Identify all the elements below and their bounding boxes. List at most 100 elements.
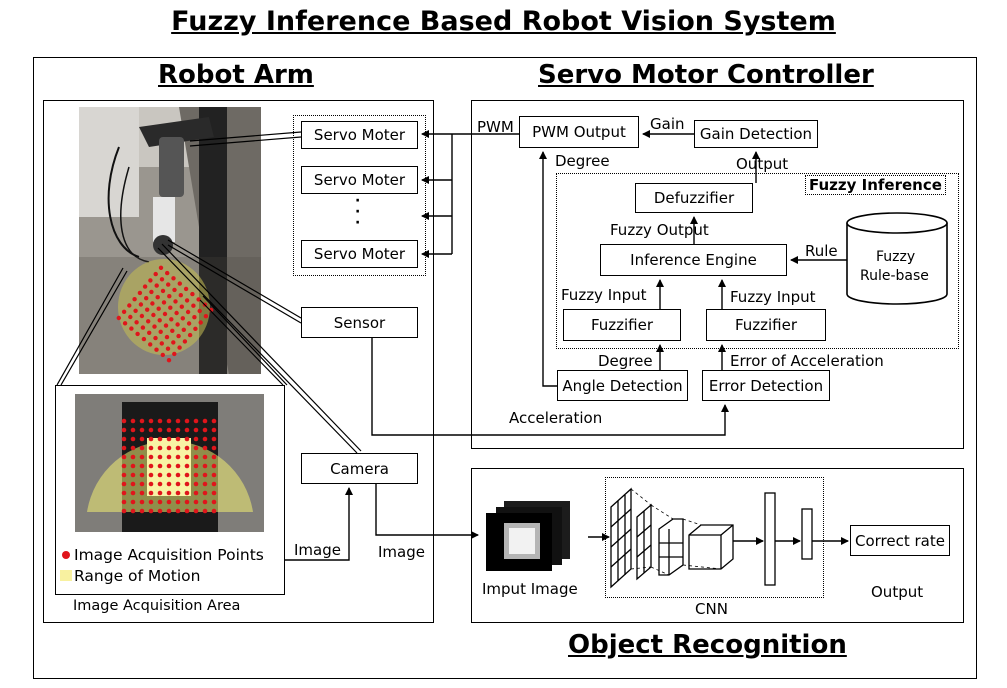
pwm-output-box: PWM Output <box>519 116 639 148</box>
acquisition-point <box>121 436 127 442</box>
acquisition-point <box>121 445 127 451</box>
acquisition-point <box>121 472 127 478</box>
acquisition-point <box>193 499 199 505</box>
acquisition-point <box>193 490 199 496</box>
acquisition-point <box>130 472 136 478</box>
acquisition-point <box>157 318 162 323</box>
photo-acquisition-grid <box>116 265 214 363</box>
acquisition-point <box>211 472 217 478</box>
acquisition-point <box>177 345 182 350</box>
acquisition-point <box>184 454 190 460</box>
acquisition-point <box>197 308 202 314</box>
acquisition-point <box>163 323 169 328</box>
robot-arm-panel <box>43 100 434 623</box>
acquisition-point <box>148 490 154 496</box>
fuzzy-inference-group <box>556 173 959 349</box>
acquisition-point <box>157 499 163 505</box>
acquisition-point <box>148 508 154 514</box>
acquisition-point <box>202 418 208 424</box>
acquisition-point <box>157 490 163 496</box>
cnn-illustration <box>610 487 813 589</box>
acquisition-point <box>202 427 208 433</box>
acquisition-point <box>130 481 136 487</box>
acquisition-point <box>184 445 190 451</box>
acquisition-point <box>181 327 186 332</box>
acquisition-area-photo <box>75 394 264 532</box>
acquisition-point <box>184 436 190 442</box>
acquisition-point <box>166 472 172 478</box>
error-detection-box: Error Detection <box>702 370 830 401</box>
servo-motor-1: Servo Moter <box>301 121 418 149</box>
acquisition-point <box>166 427 172 433</box>
acquisition-point <box>183 286 189 292</box>
acquisition-point <box>166 463 172 469</box>
fuzzy-output-label: Fuzzy Output <box>610 221 709 239</box>
acquisition-point <box>175 436 181 442</box>
acquisition-point <box>121 481 127 487</box>
acquisition-point <box>144 296 149 301</box>
acquisition-point <box>157 445 163 451</box>
acquisition-point <box>121 499 127 505</box>
sensor-box: Sensor <box>301 307 418 338</box>
acquisition-point <box>148 342 153 347</box>
acquisition-point <box>139 499 145 505</box>
acquisition-point <box>175 499 181 505</box>
acquisition-point <box>175 508 181 514</box>
acquisition-point <box>175 418 181 424</box>
acquisition-point <box>142 284 148 289</box>
acquisition-point <box>139 454 145 460</box>
acquisition-point <box>166 481 172 487</box>
acquisition-point <box>175 490 181 496</box>
acquisition-point <box>158 329 163 334</box>
acquisition-point <box>171 276 176 281</box>
acquisition-point <box>172 351 177 357</box>
acquisition-point <box>175 445 181 451</box>
acquisition-point <box>122 321 128 326</box>
acquisition-point <box>139 313 145 319</box>
acquisition-area-caption: Image Acquisition Area <box>73 598 241 614</box>
acquisition-point <box>148 463 154 469</box>
acquisition-point <box>211 490 217 496</box>
acquisition-point <box>159 341 164 346</box>
acquisition-point <box>168 305 173 310</box>
robot-arm-title: Robot Arm <box>158 60 314 90</box>
acquisition-point <box>160 288 166 294</box>
acquisition-point <box>160 352 165 358</box>
acquisition-point <box>165 346 171 351</box>
acquisition-point <box>190 291 195 297</box>
acquisition-point <box>211 454 217 460</box>
acquisition-point <box>202 454 208 460</box>
acquisition-point <box>171 340 176 345</box>
acquisition-point <box>211 436 217 442</box>
acquisition-point <box>153 335 158 341</box>
legend-range-marker <box>60 570 72 581</box>
acquisition-point <box>157 418 163 424</box>
acquisition-area-illustration <box>75 394 264 532</box>
acquisition-point <box>172 287 177 293</box>
robot-arm-illustration <box>79 107 261 374</box>
acquisition-point <box>186 321 192 326</box>
acquisition-point <box>166 454 172 460</box>
acquisition-point <box>174 310 179 316</box>
acquisition-point <box>146 319 151 324</box>
correct-rate-box: Correct rate <box>850 525 950 556</box>
acquisition-point <box>211 481 217 487</box>
acquisition-point <box>191 303 196 308</box>
acquisition-point <box>130 463 136 469</box>
acquisition-point <box>184 481 190 487</box>
acquisition-point <box>139 427 145 433</box>
acquisition-point <box>139 445 145 451</box>
acquisition-point <box>184 508 190 514</box>
acquisition-point <box>148 499 154 505</box>
acquisition-point <box>138 302 144 307</box>
acquisition-point <box>139 418 145 424</box>
legend-points-label: Image Acquisition Points <box>74 546 264 564</box>
acquisition-point <box>202 463 208 469</box>
acquisition-point <box>121 490 127 496</box>
acquisition-point <box>161 300 167 305</box>
acquisition-point <box>157 481 163 487</box>
acquisition-point <box>141 336 147 342</box>
acquisition-point <box>193 427 199 433</box>
acquisition-point <box>145 307 150 312</box>
acquisition-point <box>203 314 209 319</box>
